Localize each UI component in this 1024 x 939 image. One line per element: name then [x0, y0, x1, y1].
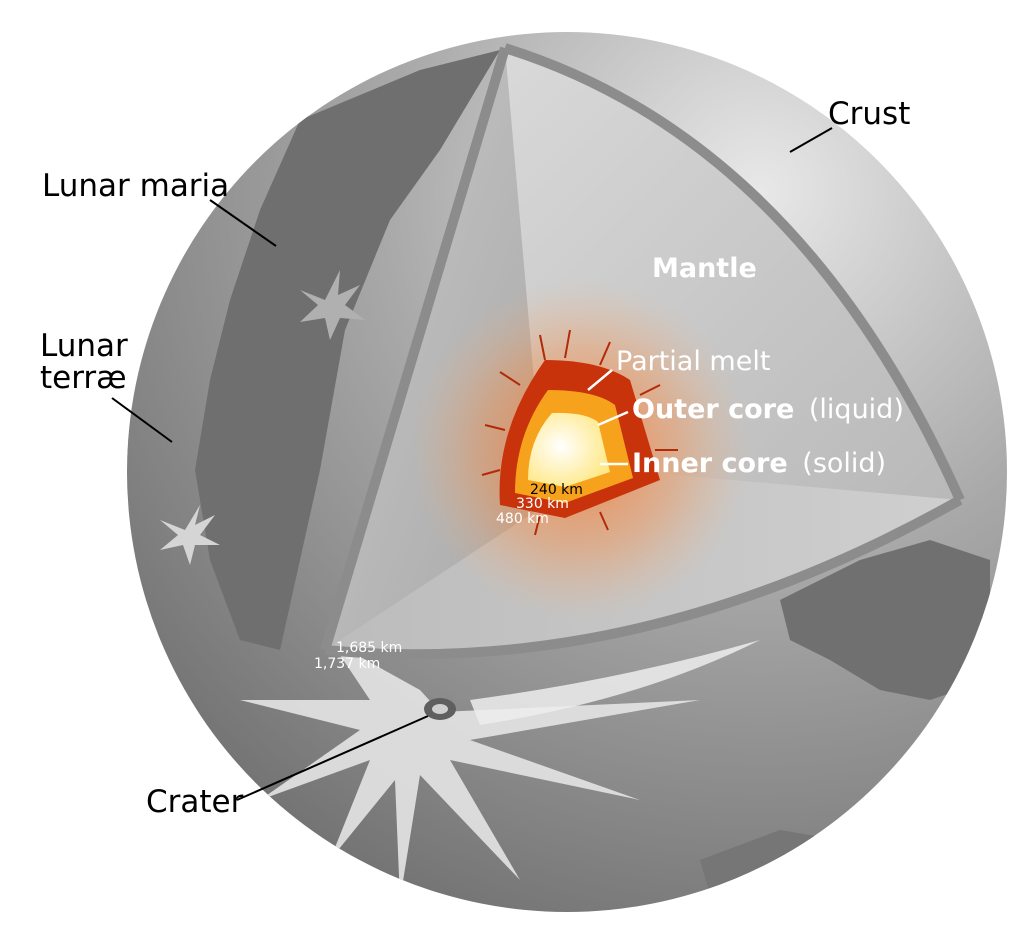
partial-melt-leader	[587, 369, 613, 391]
lunar-maria-leader	[209, 199, 277, 247]
outer-core-label: Outer core (liquid)	[632, 394, 904, 425]
surface-radius: 1,737 km	[314, 656, 380, 672]
maria-patch-right	[780, 540, 990, 700]
crust-rim-bottom	[324, 495, 963, 660]
inner-core-radius: 240 km	[530, 482, 583, 498]
crust-label: Crust	[828, 96, 910, 132]
partial-melt-radius: 480 km	[496, 511, 549, 527]
crater-icon	[424, 698, 456, 720]
mantle-label: Mantle	[652, 253, 757, 284]
inner-core-label: Inner core (solid)	[632, 448, 886, 479]
inner-core-name: Inner core	[632, 448, 788, 479]
lunar-terrae-label-line1: Lunar	[40, 328, 128, 364]
lunar-terrae-leader	[111, 397, 173, 443]
outer-core-radius: 330 km	[516, 496, 569, 512]
crater-label: Crater	[146, 784, 244, 820]
lunar-terrae-label-line2: terræ	[40, 360, 127, 396]
outer-core-name: Outer core	[632, 394, 794, 425]
crust-rim-left	[320, 46, 510, 652]
mantle-radius: 1,685 km	[336, 640, 402, 656]
crater-leader	[236, 715, 429, 801]
crust-rim	[503, 43, 965, 503]
inner-core-state: (solid)	[802, 448, 886, 479]
outer-core-state: (liquid)	[809, 394, 904, 425]
lunar-maria-label: Lunar maria	[42, 168, 229, 204]
crater-rays	[240, 640, 700, 900]
small-crater-upper	[300, 270, 365, 340]
maria-patch-left	[195, 50, 500, 650]
partial-melt-label: Partial melt	[616, 346, 770, 377]
crater-streak	[470, 640, 760, 725]
inner-core-layer	[528, 412, 610, 487]
outer-core-leader	[597, 410, 629, 427]
small-crater-left	[160, 505, 220, 565]
crust-leader	[789, 127, 833, 153]
